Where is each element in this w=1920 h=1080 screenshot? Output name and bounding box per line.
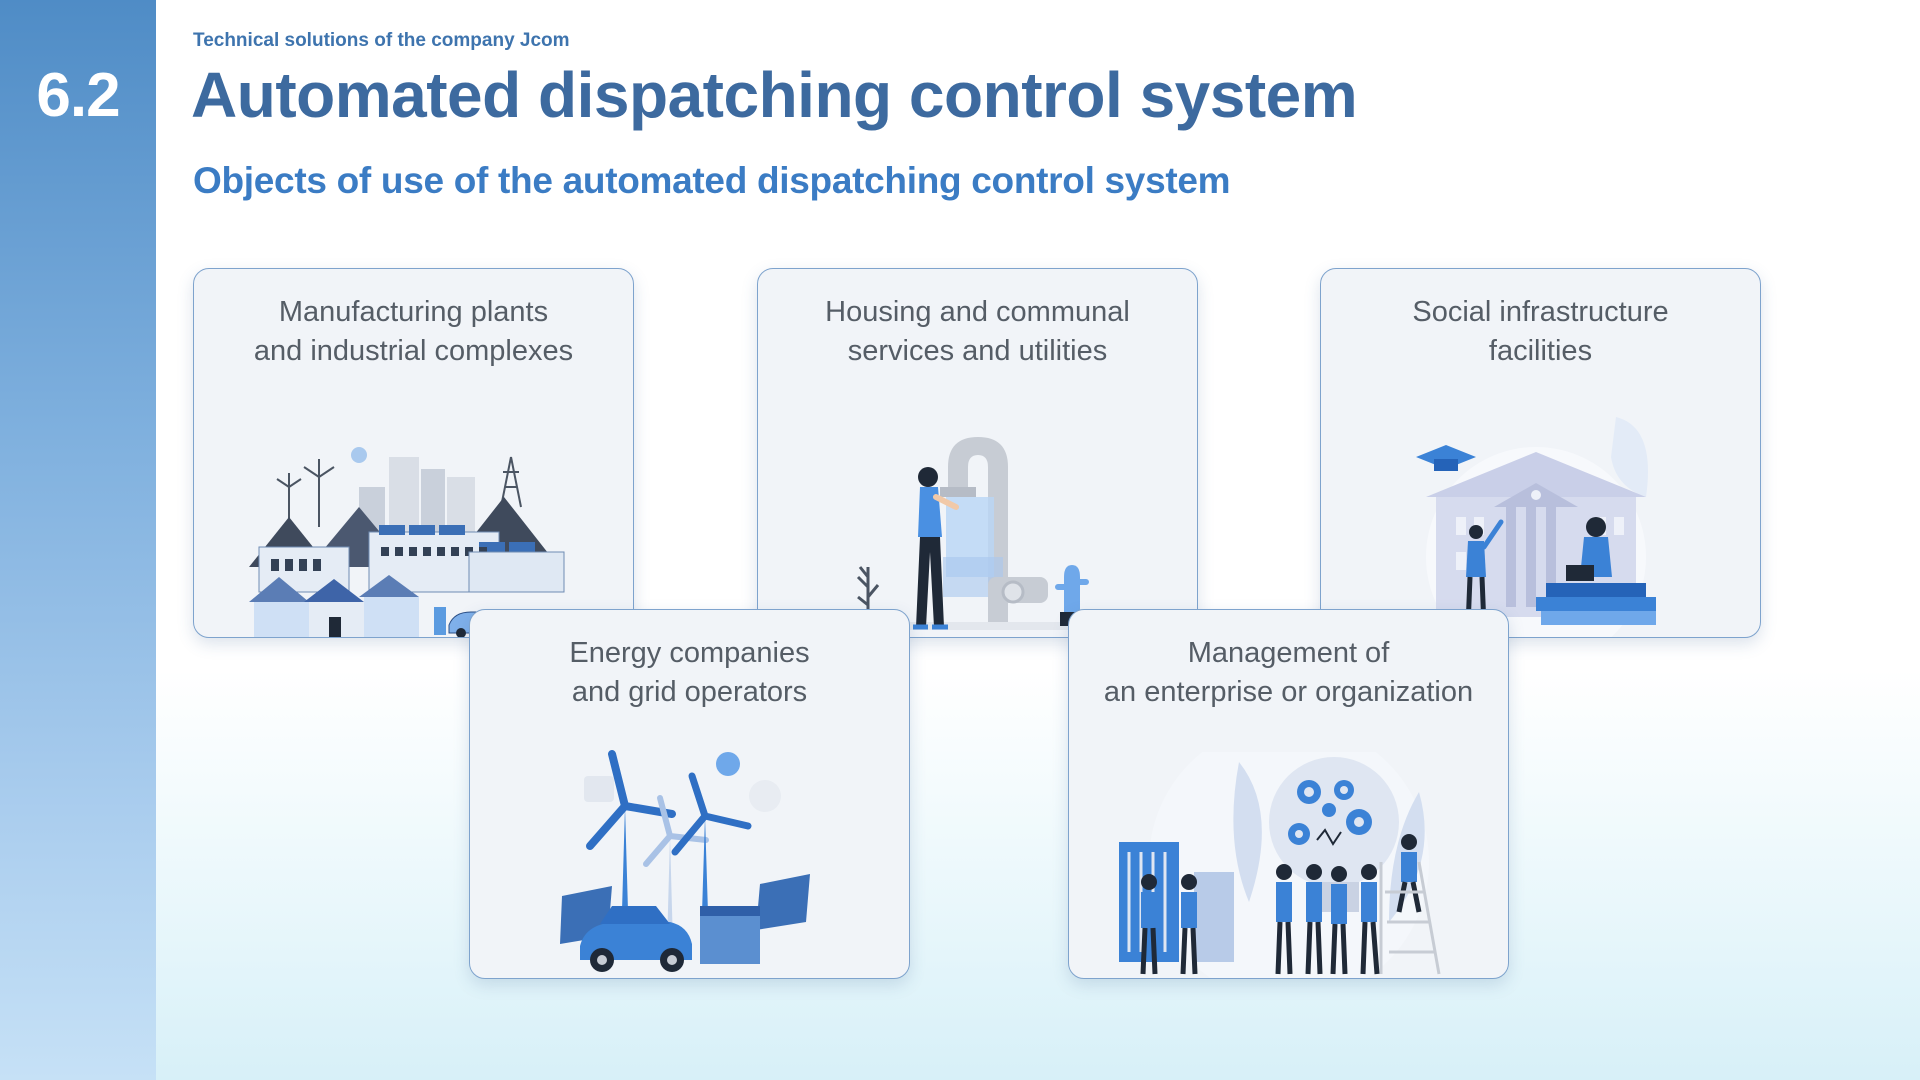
kicker-text: Technical solutions of the company Jcom bbox=[193, 30, 570, 51]
sidebar: 6.2 bbox=[0, 0, 156, 1080]
page-subtitle: Objects of use of the automated dispatch… bbox=[193, 160, 1231, 201]
card-energy: Energy companies and grid operators bbox=[469, 609, 910, 979]
university-building-illustration bbox=[1415, 417, 1656, 637]
wind-turbines-illustration bbox=[559, 750, 810, 972]
page-title: Automated dispatching control system bbox=[191, 59, 1358, 131]
card-management: Management of an enterprise or organizat… bbox=[1068, 609, 1509, 979]
card-housing: Housing and communal services and utilit… bbox=[757, 268, 1198, 638]
card-manufacturing: Manufacturing plants and industrial comp… bbox=[193, 268, 634, 638]
card-title: Energy companies and grid operators bbox=[569, 637, 810, 708]
water-tap-illustration bbox=[855, 437, 1098, 630]
card-title: Social infrastructure facilities bbox=[1412, 296, 1669, 367]
industrial-city-illustration bbox=[248, 447, 564, 637]
card-social-infrastructure: Social infrastructure facilities bbox=[1320, 268, 1761, 638]
card-title: Management of an enterprise or organizat… bbox=[1103, 637, 1474, 708]
card-title: Manufacturing plants and industrial comp… bbox=[253, 296, 574, 367]
section-number: 6.2 bbox=[36, 61, 120, 130]
card-title: Housing and communal services and utilit… bbox=[825, 296, 1130, 367]
team-lightbulb-illustration bbox=[1118, 752, 1440, 978]
